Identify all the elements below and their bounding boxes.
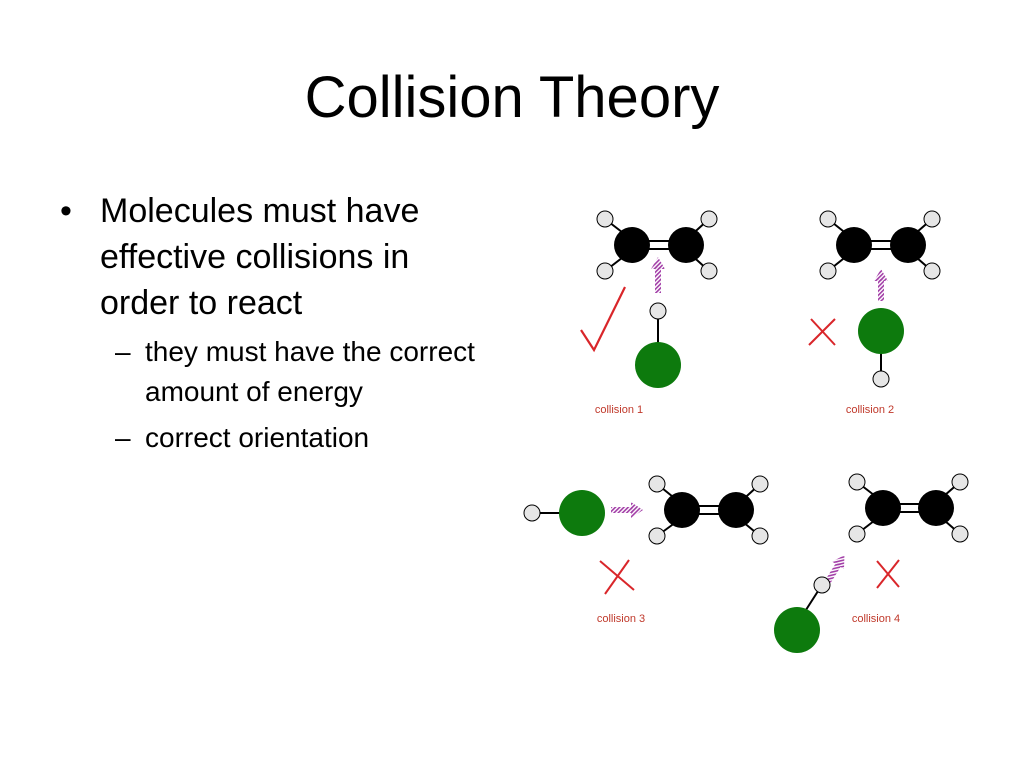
- bullet-list: • Molecules must have effective collisio…: [60, 188, 490, 458]
- motion-arrow-icon: [611, 502, 643, 518]
- bullet-text: Molecules must have effective collisions…: [100, 192, 420, 322]
- motion-arrow-icon: [824, 555, 845, 584]
- x-mark-icon: [599, 559, 635, 595]
- collision-panel-4: collision 4: [774, 473, 969, 653]
- collision-label: collision 2: [846, 404, 894, 416]
- ethene-molecule: [596, 210, 718, 280]
- collision-label: collision 3: [597, 613, 645, 625]
- bullet-marker: •: [60, 192, 72, 230]
- sub-bullet-text: correct orientation: [145, 422, 370, 453]
- slide-title: Collision Theory: [304, 65, 720, 130]
- collision-diagram: collision 1: [515, 195, 985, 665]
- collision-panel-3: collision 3: [523, 475, 769, 625]
- sub-bullet-item: – correct orientation: [60, 418, 490, 458]
- hcl-molecule: [858, 308, 904, 388]
- sub-bullet-marker: –: [115, 336, 131, 367]
- collision-label: collision 4: [852, 613, 900, 625]
- hcl-molecule: [523, 490, 605, 536]
- bullet-item: • Molecules must have effective collisio…: [60, 188, 490, 326]
- collision-label: collision 1: [595, 404, 643, 416]
- x-mark-icon: [876, 559, 900, 589]
- ethene-molecule: [848, 473, 969, 543]
- sub-bullet-item: – they must have the correct amount of e…: [60, 332, 490, 412]
- ethene-molecule: [648, 475, 769, 545]
- motion-arrow-icon: [874, 269, 888, 301]
- x-mark-icon: [808, 318, 836, 346]
- check-mark-icon: [580, 286, 626, 353]
- hcl-molecule: [635, 302, 681, 388]
- sub-bullet-marker: –: [115, 422, 131, 453]
- ethene-molecule: [819, 210, 941, 280]
- hcl-molecule: [774, 576, 831, 653]
- collision-panel-2: collision 2: [808, 210, 941, 416]
- sub-bullet-text: they must have the correct amount of ene…: [145, 336, 475, 407]
- motion-arrow-icon: [651, 257, 665, 293]
- collision-panel-1: collision 1: [580, 210, 718, 416]
